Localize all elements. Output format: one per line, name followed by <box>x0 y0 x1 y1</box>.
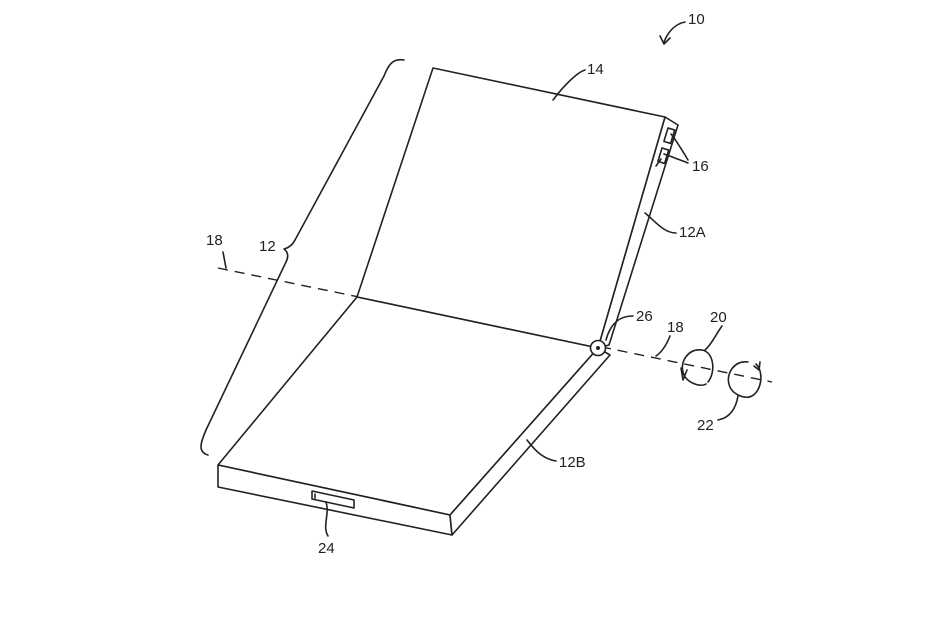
label-14: 14 <box>587 61 604 78</box>
label-22: 22 <box>697 417 714 434</box>
leader-16 <box>663 133 689 164</box>
label-26: 26 <box>636 308 653 325</box>
leader-12a <box>644 212 677 234</box>
label-10: 10 <box>688 11 705 28</box>
port-24 <box>311 490 355 509</box>
leader-20 <box>704 325 723 351</box>
label-16: 16 <box>692 158 709 175</box>
rotation-arrow-22 <box>727 361 762 399</box>
hinge-center <box>596 346 600 350</box>
label-18-left: 18 <box>206 232 223 249</box>
leader-22 <box>717 395 739 421</box>
label-12b: 12B <box>559 454 586 471</box>
leader-14 <box>552 69 586 101</box>
leader-26 <box>605 315 634 341</box>
leader-18-right <box>655 335 671 357</box>
label-12a: 12A <box>679 224 706 241</box>
arrow-10 <box>659 21 686 45</box>
label-20: 20 <box>710 309 727 326</box>
leader-18-left <box>222 251 227 269</box>
fold-axis-line <box>217 267 773 383</box>
bracket-12 <box>200 58 405 456</box>
button-lower <box>657 147 670 165</box>
lower-housing-side <box>449 347 611 536</box>
label-18-right: 18 <box>667 319 684 336</box>
label-12: 12 <box>259 238 276 255</box>
button-tick <box>655 158 662 167</box>
rotation-arrow-20-back <box>701 349 714 383</box>
leader-24 <box>324 501 329 537</box>
label-24: 24 <box>318 540 335 557</box>
rotation-arrow-20 <box>680 349 707 387</box>
leader-12b <box>526 439 557 462</box>
